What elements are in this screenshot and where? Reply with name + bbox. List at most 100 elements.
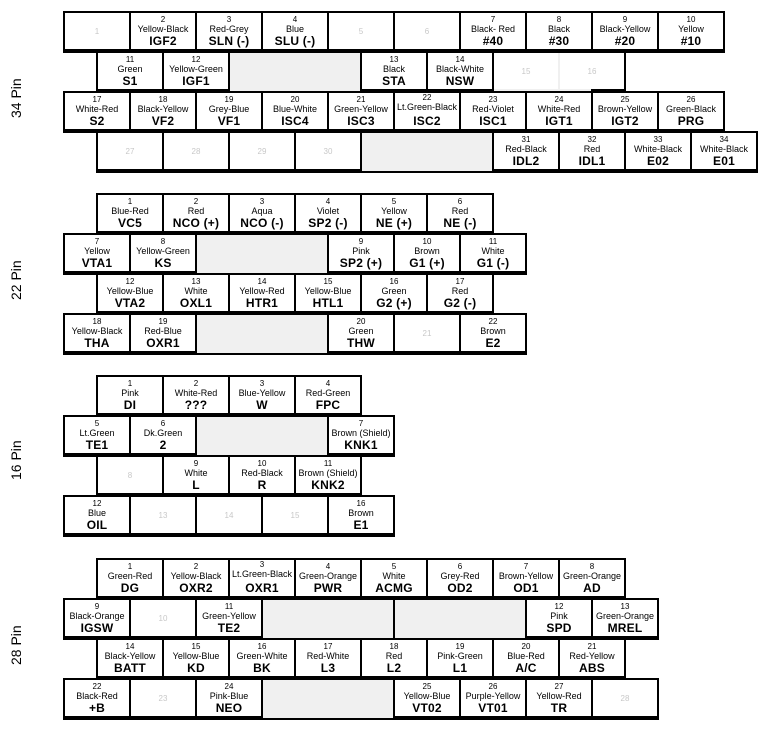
pin-number: 9 <box>358 237 364 246</box>
wire-color: Green-Orange <box>298 571 358 581</box>
wire-color: Green-Yellow <box>202 611 256 621</box>
signal-code: SP2 (+) <box>339 256 383 270</box>
signal-code: BK <box>253 661 271 675</box>
pin-number: 1 <box>127 562 133 571</box>
signal-code: AD <box>583 581 601 595</box>
wire-color: Yellow-Red <box>239 286 285 296</box>
wire-color: Brown-Yellow <box>597 104 653 114</box>
blank-cavity <box>362 133 492 171</box>
pin-number: 13 <box>158 510 168 520</box>
signal-code: KS <box>154 256 172 270</box>
wire-color: Blue-White <box>272 104 317 114</box>
pin-number: 16 <box>356 499 366 508</box>
pin-number: 31 <box>521 135 531 144</box>
signal-code: NEO <box>215 701 243 715</box>
wire-color: Pink <box>352 246 370 256</box>
unused-pin-cell: 21 <box>395 315 459 351</box>
wire-color: Green-Yellow <box>334 104 388 114</box>
signal-code: E01 <box>713 154 735 168</box>
pin-number: 5 <box>358 26 364 36</box>
signal-code: TE2 <box>217 621 241 635</box>
wire-color: Lt.Green-Black <box>231 569 293 579</box>
pin-number: 6 <box>160 419 166 428</box>
pin-number: 16 <box>257 642 267 651</box>
wire-color: Green <box>348 326 374 336</box>
wire-color: Green <box>117 64 143 74</box>
wire-color: Red-Violet <box>472 104 514 114</box>
signal-code: ??? <box>184 398 208 412</box>
signal-code: 2 <box>159 438 167 452</box>
wire-color: Yellow <box>381 206 407 216</box>
wire-color: White-Black <box>633 144 682 154</box>
wire-color: White-Red <box>537 104 581 114</box>
unused-pin-cell: 28 <box>593 680 657 716</box>
signal-code: E02 <box>647 154 669 168</box>
pin-number: 8 <box>127 470 133 480</box>
signal-code: G2 (-) <box>443 296 477 310</box>
unused-pin-cell: 27 <box>98 133 162 169</box>
wire-color: Red <box>583 144 601 154</box>
pin-number: 3 <box>259 560 265 569</box>
signal-code: OD1 <box>513 581 539 595</box>
signal-code: ISC1 <box>479 114 507 128</box>
pin-number: 29 <box>257 146 267 156</box>
pin-number: 7 <box>523 562 529 571</box>
pin-number: 14 <box>224 510 234 520</box>
signal-code: PRG <box>677 114 705 128</box>
signal-code: E1 <box>353 518 369 532</box>
wire-color: Pink-Blue <box>209 691 249 701</box>
wire-color: Yellow-Black <box>170 571 222 581</box>
signal-code: ISC2 <box>413 114 441 128</box>
unused-pin-cell: 8 <box>98 457 162 493</box>
wire-color: Yellow-Black <box>71 326 123 336</box>
signal-code: KNK2 <box>311 478 345 492</box>
wire-color: White <box>184 468 208 478</box>
pin-number: 8 <box>589 562 595 571</box>
pin-number: 15 <box>290 510 300 520</box>
signal-code: PWR <box>313 581 343 595</box>
wire-color: Red-Black <box>505 144 547 154</box>
wire-color: Blue-Yellow <box>238 388 286 398</box>
wire-color: White <box>184 286 208 296</box>
signal-code: THW <box>347 336 375 350</box>
pin-number: 10 <box>257 459 267 468</box>
wire-color: Black-Yellow <box>104 651 156 661</box>
wire-color: Yellow-Red <box>536 691 582 701</box>
signal-code: ACMG <box>375 581 413 595</box>
pin-number: 19 <box>455 642 465 651</box>
pin-number: 4 <box>292 15 298 24</box>
pin-number: 13 <box>191 277 201 286</box>
pin-number: 7 <box>358 419 364 428</box>
pin-number: 28 <box>620 693 630 703</box>
pin-number: 12 <box>554 602 564 611</box>
wire-color: Black-Yellow <box>137 104 189 114</box>
signal-code: W <box>256 398 268 412</box>
